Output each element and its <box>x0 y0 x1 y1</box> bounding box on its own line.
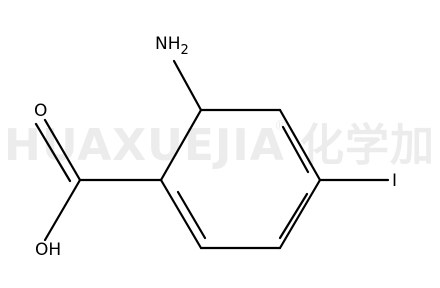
watermark: HUAXUEJIA ® 化学加 <box>4 118 435 171</box>
ring-bond-2 <box>278 108 322 182</box>
ring-bond-5 <box>159 178 203 250</box>
amino-bond <box>172 59 203 112</box>
watermark-chinese: 化学加 <box>300 120 435 171</box>
watermark-text: HUAXUEJIA <box>4 120 285 171</box>
carbonyl-oxygen-label: O <box>34 101 47 121</box>
ring-bond-3 <box>278 178 322 250</box>
amino-label: NH2 <box>155 34 189 58</box>
ring-double-bond-bottom <box>176 190 207 240</box>
hydroxyl-bond <box>43 178 82 242</box>
ring-bond-6 <box>159 108 203 182</box>
carbonyl-bond-1 <box>43 118 82 182</box>
ring-double-bond-bottom-right <box>278 192 309 240</box>
carbonyl-bond-2 <box>34 122 72 183</box>
hydroxyl-label: OH <box>35 240 61 260</box>
iodine-label: I <box>392 171 397 191</box>
ring-double-bond-right <box>281 125 310 174</box>
benzene-ring <box>159 108 322 250</box>
